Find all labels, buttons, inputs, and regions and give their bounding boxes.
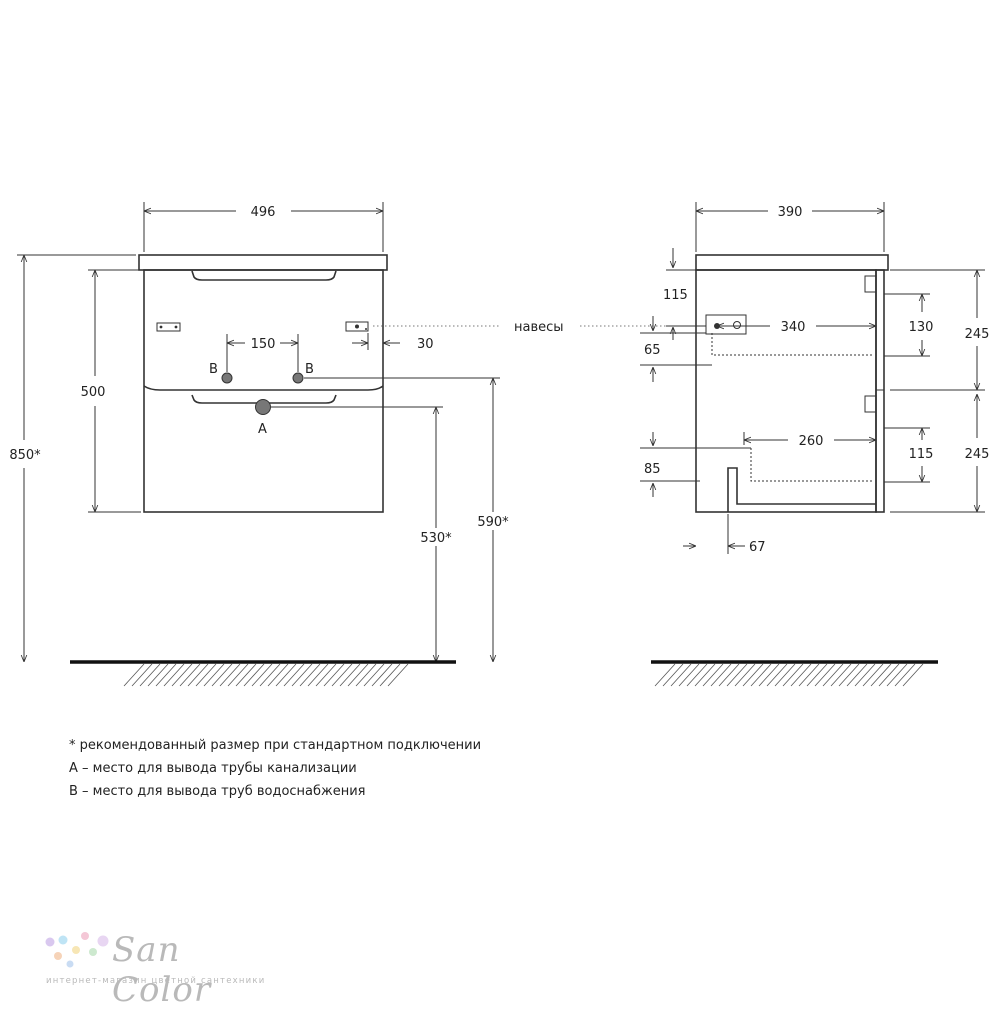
front-view: B B A 496 500 850* 150 30 5 xyxy=(9,202,510,687)
side-upper-drawer xyxy=(711,333,873,356)
side-siphon-cutout xyxy=(727,467,876,512)
brand-name: San Color xyxy=(112,930,212,1010)
front-handle-upper xyxy=(191,270,337,281)
label-a: A xyxy=(258,422,267,437)
front-countertop xyxy=(138,254,388,271)
dim-holes-spacing: 150 xyxy=(251,337,276,352)
dim-total-height: 850* xyxy=(9,448,41,463)
dim-drawer-height: 245 xyxy=(965,327,990,342)
side-front-panel xyxy=(875,269,885,513)
side-hinge-bracket xyxy=(705,314,747,335)
side-view: 390 115 65 340 130 245 245 xyxy=(640,202,990,687)
pipe-b-right xyxy=(292,372,304,384)
dim-lower-drawer-offset: 115 xyxy=(909,447,934,462)
front-drawer-split xyxy=(143,385,384,391)
label-b-right: B xyxy=(305,362,314,377)
dim-lower-drawer-depth: 260 xyxy=(799,434,824,449)
dim-upper-drawer: 130 xyxy=(909,320,934,335)
dim-bottom-offset: 85 xyxy=(644,462,661,477)
dim-hinge-offset: 30 xyxy=(417,337,434,352)
front-cabinet-body xyxy=(143,269,384,513)
side-lower-drawer xyxy=(750,448,873,482)
dim-siphon-offset: 67 xyxy=(749,540,766,555)
dim-top-offset: 115 xyxy=(663,288,688,303)
dim-pipe-a-height: 530* xyxy=(420,531,452,546)
dim-depth: 390 xyxy=(778,205,803,220)
front-hinge-left xyxy=(156,322,181,332)
pipe-a xyxy=(255,399,271,415)
note-a: A – место для вывода трубы канализации xyxy=(69,761,357,776)
side-cabinet-body xyxy=(695,269,877,513)
hinges-label: навесы xyxy=(514,320,564,335)
front-hinge-right xyxy=(345,321,369,332)
brand-tagline: интернет-магазин цветной сантехники xyxy=(46,976,266,986)
label-b-left: B xyxy=(209,362,218,377)
note-recommended: * рекомендованный размер при стандартном… xyxy=(69,738,482,753)
side-floor-hatch xyxy=(654,663,924,687)
dim-hinge-depth: 340 xyxy=(781,320,806,335)
dim-height: 500 xyxy=(81,385,106,400)
note-b: B – место для вывода труб водоснабжения xyxy=(69,784,366,799)
notes: * рекомендованный размер при стандартном… xyxy=(69,734,481,803)
front-floor-hatch xyxy=(123,663,409,687)
dim-width: 496 xyxy=(251,205,276,220)
dim-hinge-gap: 65 xyxy=(644,343,661,358)
dim-pipe-b-height: 590* xyxy=(477,515,509,530)
pipe-b-left xyxy=(221,372,233,384)
brand-logo: San Color интернет-магазин цветной санте… xyxy=(38,928,288,1010)
dim-lower-drawer-height: 245 xyxy=(965,447,990,462)
logo-dots-icon xyxy=(45,932,109,968)
side-countertop xyxy=(695,254,889,271)
